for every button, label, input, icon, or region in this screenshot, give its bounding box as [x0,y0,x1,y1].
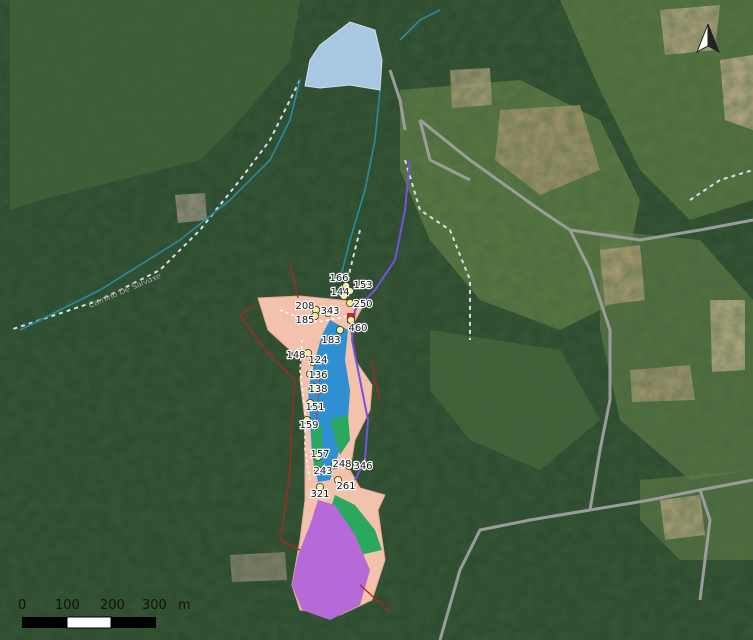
boundary-red [359,584,391,613]
roads [388,69,753,640]
road [418,119,471,182]
sample-point-label: 321 [310,489,329,500]
sample-point [313,452,322,461]
sample-point [308,382,317,391]
scale-tick-label: 200 [100,598,125,613]
stream [339,89,381,281]
sample-point [310,311,319,320]
sample-point [305,369,314,378]
sample-point-label: 208 [295,301,314,312]
sample-point [315,482,324,491]
sample-point-label: 144 [330,287,349,298]
sample-point-label: 153 [353,280,372,291]
scale-segment [66,616,112,629]
inner-track [279,309,353,323]
sample-point-label: 185 [295,315,314,326]
road [698,489,712,601]
sample-point-label: 346 [353,461,372,472]
sample-point [345,286,354,295]
scale-unit: m [178,598,191,613]
inner-track [299,339,311,481]
track [9,79,301,331]
sample-point [346,315,355,324]
violet-zone [292,500,370,620]
sample-point-label: 136 [308,370,327,381]
stream [19,79,301,331]
sample-point-label: 250 [353,299,372,310]
track [344,229,361,301]
sample-point [333,475,342,484]
sample-point [339,291,348,300]
sample-point-label: 148 [286,350,305,361]
sample-point-label: 183 [321,335,340,346]
sample-point [303,348,312,357]
sample-point-label: 124 [308,355,327,366]
track [689,169,753,201]
road [569,218,753,242]
boundary-red [239,304,301,551]
dashed-tracks [9,79,753,340]
road [388,69,407,131]
scale-tick-label: 300 [142,598,167,613]
scale-tick-label: 100 [55,598,80,613]
sample-point [335,325,344,334]
scale-segment [22,617,67,628]
track [404,159,471,340]
sample-point [308,357,317,366]
sample-point-label: 138 [308,384,327,395]
boundary-red [371,359,381,401]
sample-point [344,461,353,470]
sample-point [305,398,314,407]
boundary-red [315,371,321,431]
north-arrow-icon [696,23,720,54]
main-road [419,118,612,511]
sample-point-label: 460 [348,323,367,334]
road [438,508,591,640]
sample-point-label: 159 [299,420,318,431]
sample-point [313,465,322,474]
green-zone [330,495,382,555]
sample-point-label: 151 [305,402,324,413]
sample-point-label: 157 [310,449,329,460]
sample-point [345,298,354,307]
sample-point-label: 261 [336,481,355,492]
sample-point-label: 248 [332,459,351,470]
sample-point-label: 166 [329,273,348,284]
scale-bar: 0 100 200 300 m [18,598,191,629]
sample-point [330,460,339,469]
scale-tick-label: 0 [18,598,26,613]
sample-point-label: 243 [313,466,332,477]
reservoir [304,21,383,91]
sample-points [302,281,355,491]
scale-segment [111,617,156,628]
boundary-red [289,261,299,299]
sample-point [323,308,332,317]
sample-point-label: 343 [320,306,339,317]
green-zone [330,415,350,455]
streams [19,9,441,331]
road [589,478,753,512]
violet-line [350,159,411,481]
stream [399,9,441,41]
sample-point [302,415,311,424]
